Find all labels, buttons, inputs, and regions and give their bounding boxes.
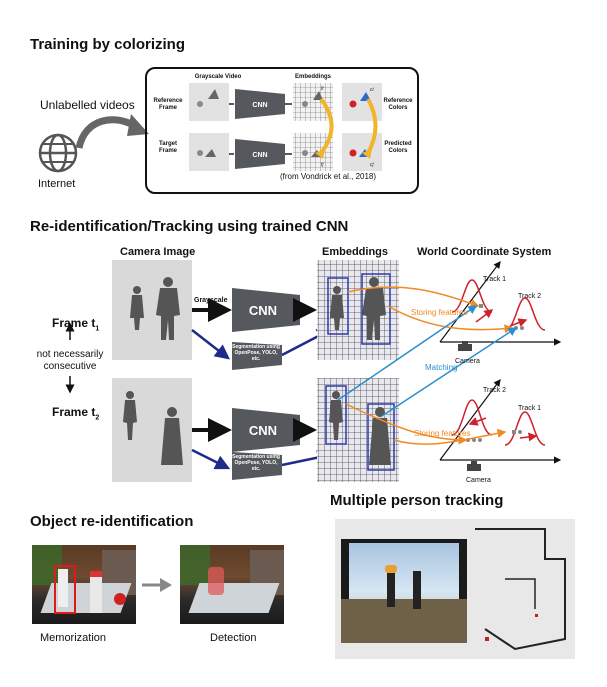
detection-image — [180, 545, 284, 624]
multi-tracking-image — [335, 519, 575, 659]
training-panel — [145, 67, 419, 194]
track1-label-t2: Track 1 — [518, 405, 541, 412]
embeddings-label: Embeddings — [294, 74, 331, 80]
frame-t2-label: Frame t2 — [52, 405, 100, 422]
embeddings-heading: Embeddings — [322, 246, 389, 258]
training-diagram: CNN CNN fi fj ci cj — [189, 83, 382, 171]
reference-frame-label: Reference Frame — [153, 98, 183, 111]
memorization-image — [32, 545, 136, 624]
training-cnn-1: CNN — [252, 102, 267, 109]
track2-label-t1: Track 2 — [518, 293, 541, 300]
target-frame-label: Target Frame — [158, 141, 177, 154]
camera-icon-1 — [458, 344, 472, 351]
reid-title: Re-identification/Tracking using trained… — [30, 218, 349, 235]
storing-features-1: Storing features — [411, 308, 467, 317]
object-arrow — [142, 578, 172, 592]
object-title: Object re-identification — [30, 513, 194, 530]
training-title: Training by colorizing — [30, 36, 186, 53]
camera-image-t1 — [112, 260, 192, 360]
segmentation-label-2: Segmentation using OpenPose, YOLO, etc. — [232, 454, 280, 472]
cnn-t1: CNN — [249, 303, 277, 318]
ci-label: ci — [370, 87, 375, 93]
download-arrow — [75, 114, 149, 149]
grayscale-label: Grayscale — [194, 297, 228, 304]
cj-label: cj — [370, 162, 375, 168]
detection-label: Detection — [210, 632, 257, 644]
reid-diagram: CNN CNN Grayscale — [65, 260, 562, 484]
training-cnn-2: CNN — [252, 152, 267, 159]
track2-label-t2: Track 2 — [483, 387, 506, 394]
track1-label-t1: Track 1 — [483, 276, 506, 283]
camera-icon-2 — [467, 464, 481, 471]
internet-label: Internet — [38, 178, 76, 190]
camera-image-label: Camera Image — [120, 246, 196, 258]
matching-label: Matching — [425, 363, 457, 372]
multi-title: Multiple person tracking — [330, 492, 504, 509]
camera-label-1: Camera — [455, 358, 480, 365]
camera-label-2: Camera — [466, 477, 491, 484]
predicted-colors-label: Predicted Colors — [384, 141, 412, 154]
unlabelled-videos-label: Unlabelled videos — [40, 98, 135, 112]
citation: (from Vondrick et al., 2018) — [280, 172, 377, 181]
storing-features-2: Storing features — [414, 429, 470, 438]
cnn-t2: CNN — [249, 423, 277, 438]
fi-label: fi — [321, 86, 324, 92]
fj-label: fj — [321, 162, 324, 168]
not-consecutive-label: not necessarily consecutive — [36, 349, 104, 372]
grayscale-video-label: Grayscale Video — [194, 74, 242, 80]
globe-icon — [38, 133, 78, 173]
memorization-label: Memorization — [40, 632, 107, 644]
world-coordinate-label: World Coordinate System — [417, 246, 552, 258]
segmentation-label-1: Segmentation using OpenPose, YOLO, etc. — [232, 344, 280, 362]
reference-colors-label: Reference Colors — [383, 98, 413, 111]
